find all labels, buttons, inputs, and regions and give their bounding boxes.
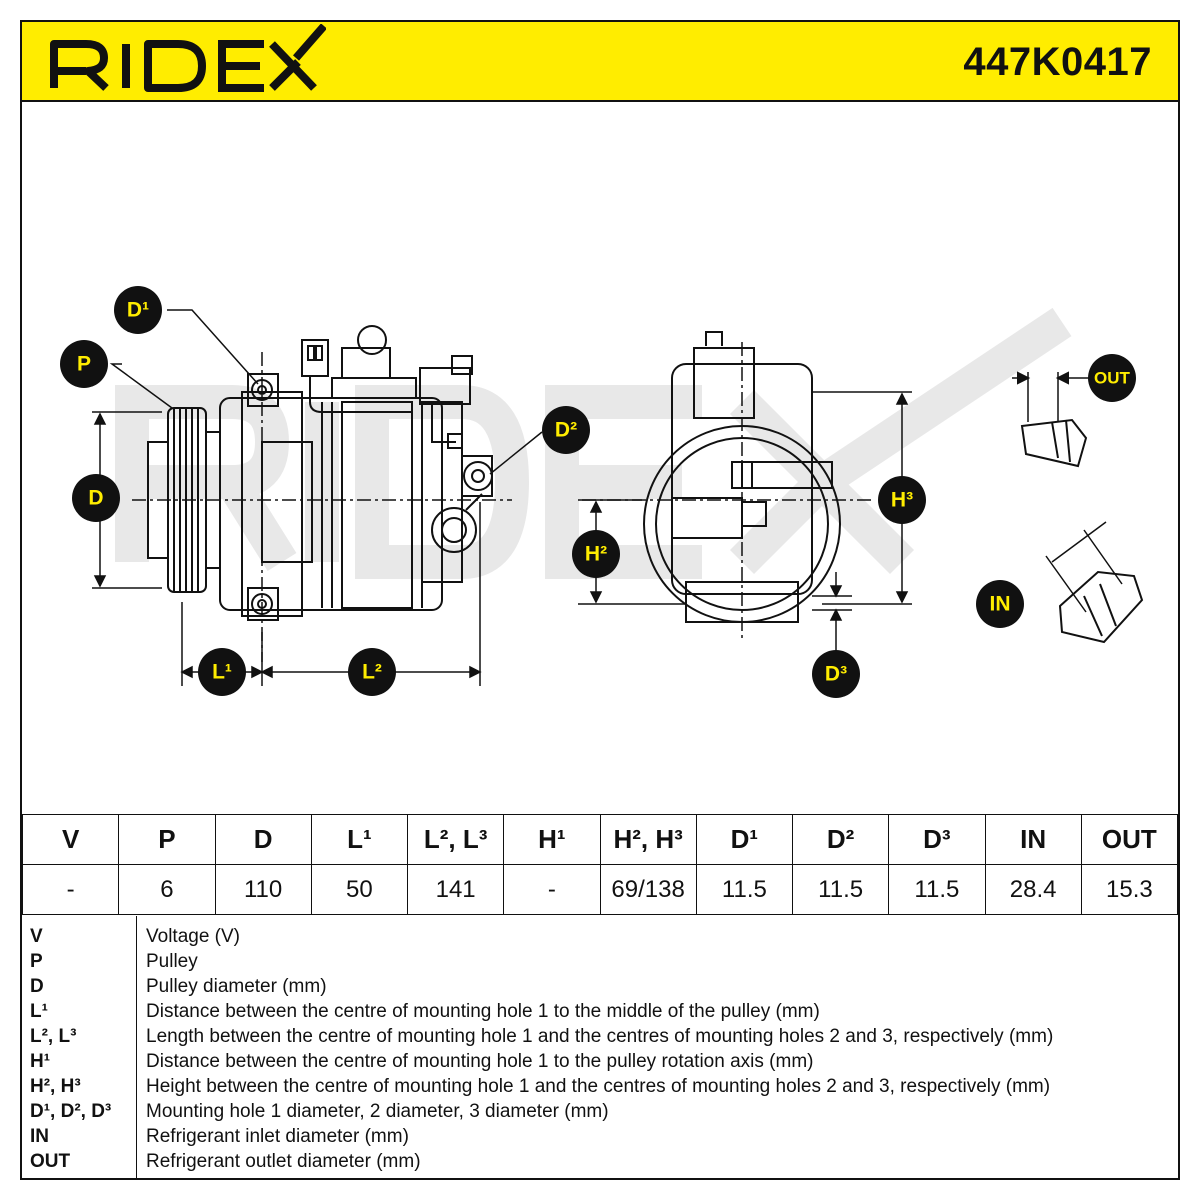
callout-l1 <box>198 648 246 696</box>
spec-header-cell: D¹ <box>695 814 794 865</box>
legend: V Voltage (V) P Pulley D Pulley diameter… <box>22 916 1178 1180</box>
callout-l2 <box>348 648 396 696</box>
spec-header-cell: D <box>214 814 312 865</box>
spec-header-cell: OUT <box>1080 814 1179 865</box>
spec-table: V P D L¹ L², L³ H¹ H², H³ D¹ D² D³ IN OU… <box>21 814 1179 915</box>
spec-value-row: - 6 110 50 141 - 69/138 11.5 11.5 11.5 2… <box>21 864 1179 915</box>
callout-l2-label: L² <box>362 661 382 684</box>
legend-text: Distance between the centre of mounting … <box>146 1051 814 1072</box>
spec-value-cell: 6 <box>118 864 216 915</box>
legend-row: L¹ Distance between the centre of mounti… <box>22 1001 1178 1026</box>
legend-key: V <box>30 926 43 947</box>
callout-in <box>976 580 1024 628</box>
spec-header-cell: P <box>118 814 216 865</box>
callouts <box>60 286 1136 698</box>
callout-out-label: OUT <box>1094 369 1131 388</box>
callout-h2 <box>572 530 620 578</box>
legend-key: D¹, D², D³ <box>30 1101 112 1122</box>
legend-key: L¹ <box>30 1001 48 1022</box>
callout-h2-label: H² <box>585 543 607 566</box>
spec-header-cell: V <box>21 814 120 865</box>
spec-header-cell: H¹ <box>503 814 601 865</box>
datasheet: 447K0417 <box>20 20 1180 1180</box>
spec-value-cell: 50 <box>310 864 409 915</box>
spec-value-cell: 11.5 <box>791 864 890 915</box>
callout-d3-label: D³ <box>825 663 847 686</box>
spec-header-cell: H², H³ <box>599 814 697 865</box>
callout-d <box>72 474 120 522</box>
spec-value-cell: - <box>21 864 120 915</box>
legend-row: H², H³ Height between the centre of moun… <box>22 1076 1178 1101</box>
legend-key: L², L³ <box>30 1026 77 1047</box>
spec-value-cell: 110 <box>214 864 312 915</box>
brand-logo <box>46 23 328 103</box>
spec-header-cell: L², L³ <box>406 814 505 865</box>
callout-d1 <box>114 286 162 334</box>
spec-header-cell: IN <box>984 814 1082 865</box>
legend-text: Mounting hole 1 diameter, 2 diameter, 3 … <box>146 1101 609 1122</box>
legend-text: Length between the centre of mounting ho… <box>146 1026 1054 1047</box>
callout-l1-label: L¹ <box>212 661 232 684</box>
legend-text: Height between the centre of mounting ho… <box>146 1076 1051 1097</box>
legend-key: IN <box>30 1126 49 1147</box>
callout-d1-label: D¹ <box>127 299 149 322</box>
legend-row: L², L³ Length between the centre of moun… <box>22 1026 1178 1051</box>
callout-d2 <box>542 406 590 454</box>
spec-value-cell: 141 <box>406 864 505 915</box>
compressor-side-view <box>132 325 512 662</box>
legend-row: P Pulley <box>22 951 1178 976</box>
legend-text: Refrigerant outlet diameter (mm) <box>146 1151 421 1172</box>
technical-drawing: P D¹ D D² L¹ L² H² H³ D³ OUT IN <box>22 102 1178 814</box>
callout-d3 <box>812 650 860 698</box>
spec-header-cell: D² <box>791 814 890 865</box>
callout-p <box>60 340 108 388</box>
spec-value-cell: 11.5 <box>695 864 794 915</box>
inlet-detail <box>1045 521 1144 644</box>
outlet-detail <box>1012 371 1108 468</box>
spec-header-cell: L¹ <box>310 814 409 865</box>
spec-value-cell: 69/138 <box>599 864 697 915</box>
callout-h3-label: H³ <box>891 489 913 512</box>
callout-d-label: D <box>88 487 103 510</box>
spec-value-cell: 28.4 <box>984 864 1082 915</box>
legend-text: Voltage (V) <box>146 926 240 947</box>
callout-d2-label: D² <box>555 419 577 442</box>
spec-header-row: V P D L¹ L², L³ H¹ H², H³ D¹ D² D³ IN OU… <box>21 814 1179 865</box>
legend-key: D <box>30 976 44 997</box>
spec-value-cell: - <box>503 864 601 915</box>
callout-p-label: P <box>77 353 91 376</box>
legend-text: Pulley diameter (mm) <box>146 976 327 997</box>
spec-value-cell: 15.3 <box>1080 864 1179 915</box>
legend-text: Pulley <box>146 951 198 972</box>
legend-row: D Pulley diameter (mm) <box>22 976 1178 1001</box>
spec-value-cell: 11.5 <box>888 864 986 915</box>
legend-row: V Voltage (V) <box>22 926 1178 951</box>
legend-key: H¹ <box>30 1051 51 1072</box>
callout-in-label: IN <box>990 593 1011 616</box>
compressor-front-view <box>582 331 872 642</box>
part-number: 447K0417 <box>963 40 1152 84</box>
legend-text: Distance between the centre of mounting … <box>146 1001 820 1022</box>
callout-h3 <box>878 476 926 524</box>
legend-key: OUT <box>30 1151 71 1172</box>
legend-row: OUT Refrigerant outlet diameter (mm) <box>22 1151 1178 1176</box>
spec-header-cell: D³ <box>888 814 986 865</box>
legend-row: IN Refrigerant inlet diameter (mm) <box>22 1126 1178 1151</box>
legend-key: H², H³ <box>30 1076 81 1097</box>
callout-out <box>1088 354 1136 402</box>
header-bar: 447K0417 <box>22 22 1178 102</box>
legend-row: D¹, D², D³ Mounting hole 1 diameter, 2 d… <box>22 1101 1178 1126</box>
legend-text: Refrigerant inlet diameter (mm) <box>146 1126 409 1147</box>
legend-row: H¹ Distance between the centre of mounti… <box>22 1051 1178 1076</box>
legend-divider <box>136 916 137 1180</box>
legend-key: P <box>30 951 43 972</box>
